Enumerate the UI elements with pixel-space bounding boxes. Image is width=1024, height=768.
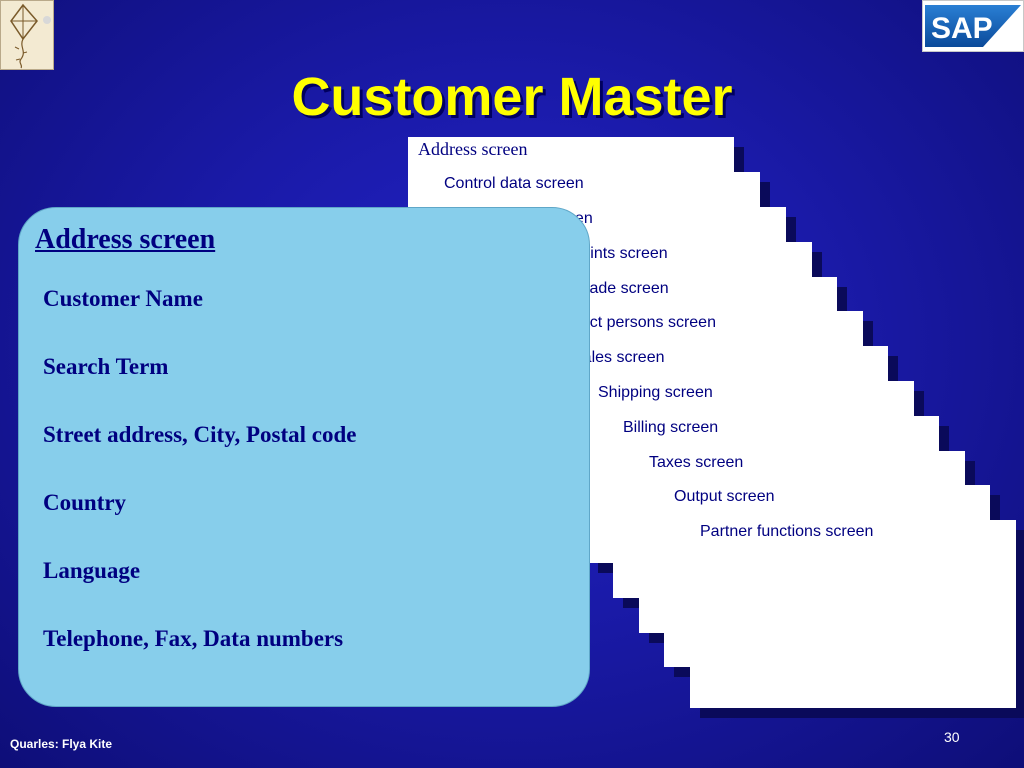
page-title: Customer Master (291, 67, 733, 127)
footer-credit: Quarles: Flya Kite (10, 737, 113, 751)
screen-card-label: Shipping screen (598, 384, 713, 401)
field-item: Street address, City, Postal code (43, 422, 357, 447)
field-item: Customer Name (43, 286, 203, 311)
sap-logo-text: SAP (931, 12, 993, 45)
sap-logo-mark: SAP (925, 5, 1021, 47)
kite-icon (10, 3, 38, 69)
page-number: 30 (944, 729, 960, 745)
screen-card-label: Taxes screen (649, 454, 744, 471)
screen-card-label: Control data screen (444, 175, 584, 192)
screen-card-label: Sales screen (572, 349, 665, 366)
kite-logo (0, 0, 54, 70)
field-item: Search Term (43, 354, 169, 379)
screen-card-partner-functions: Partner functions screen (690, 520, 1016, 708)
screen-card-label: Billing screen (623, 419, 719, 436)
field-item: Telephone, Fax, Data numbers (43, 626, 344, 651)
bullet-dot (43, 16, 51, 24)
screen-card-label: Output screen (674, 488, 775, 505)
screen-card-label: Address screen (418, 139, 528, 159)
address-screen-panel: Address screen Customer Name Search Term… (18, 207, 590, 707)
panel-heading: Address screen (35, 224, 216, 255)
sap-logo: SAP (922, 0, 1024, 52)
screen-card-label: Partner functions screen (700, 523, 874, 540)
field-list: Customer Name Search Term Street address… (43, 284, 356, 692)
field-item: Country (43, 490, 127, 515)
field-item: Language (43, 558, 141, 583)
